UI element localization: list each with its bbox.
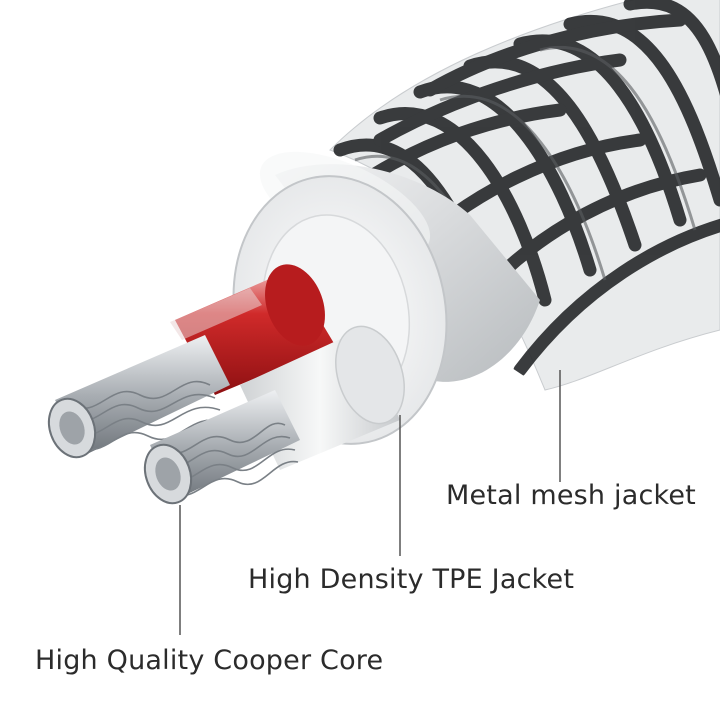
leader-lines	[179, 370, 561, 635]
label-copper-core: High Quality Cooper Core	[35, 645, 384, 676]
label-metal-mesh-jacket: Metal mesh jacket	[446, 480, 696, 511]
label-tpe-jacket: High Density TPE Jacket	[248, 564, 575, 595]
copper-core-strand-2	[143, 390, 300, 505]
copper-core-strand-1	[47, 335, 230, 459]
